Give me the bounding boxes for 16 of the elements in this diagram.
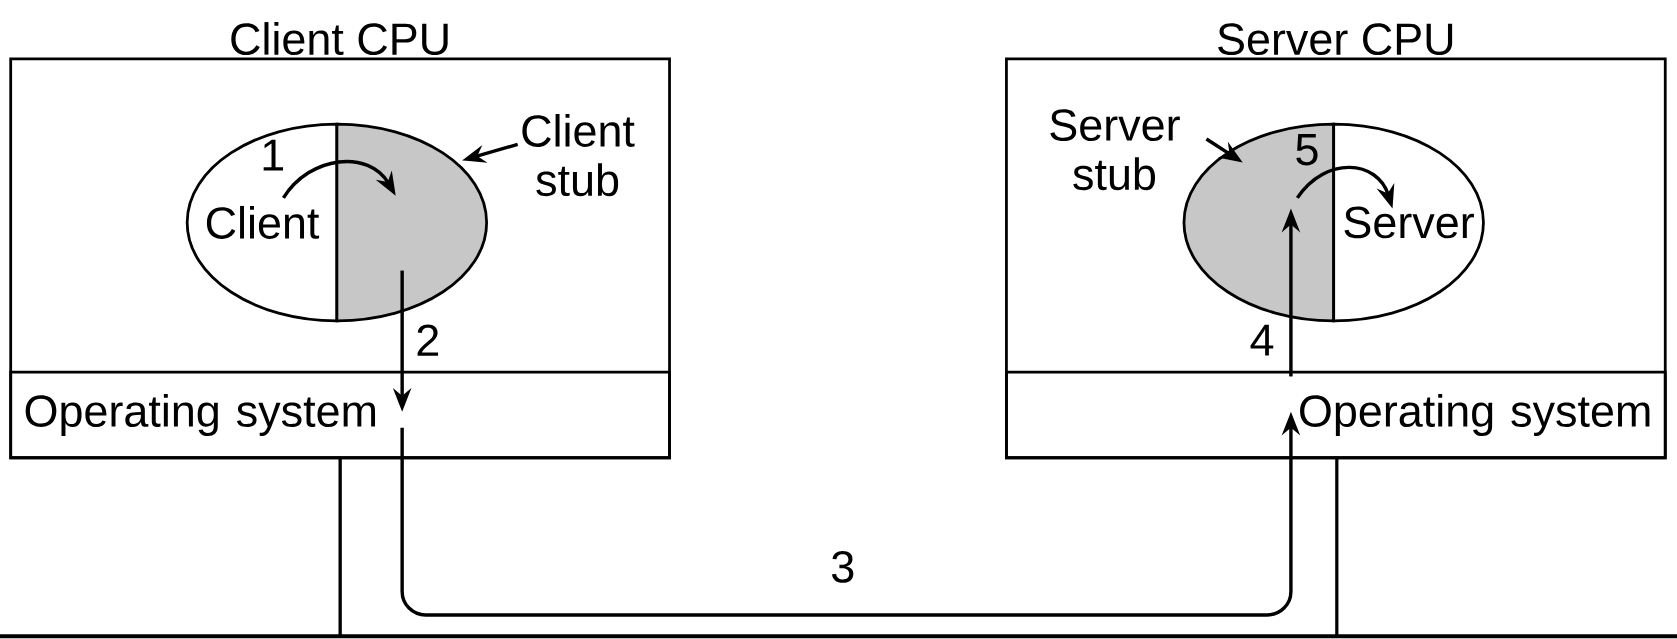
connector-line [1335, 458, 1339, 637]
process-half: Server [1332, 122, 1485, 323]
arrow [282, 160, 396, 200]
edge-label: 2 [417, 324, 439, 357]
edge-label: 4 [1250, 324, 1274, 356]
node-label: Client CPU [231, 22, 448, 56]
edge-label: 3 [832, 551, 854, 583]
os-band: Operating system [9, 371, 671, 460]
os-band: Operating system [1005, 371, 1667, 460]
callout-label: Client stub [522, 114, 635, 197]
stub-half [335, 122, 489, 323]
connector-line [338, 458, 342, 637]
edge-label: 1 [263, 139, 284, 171]
node-label: Server CPU [1218, 23, 1453, 56]
edge-label: 5 [1296, 134, 1318, 166]
callout-label: Server stub [1050, 109, 1180, 191]
